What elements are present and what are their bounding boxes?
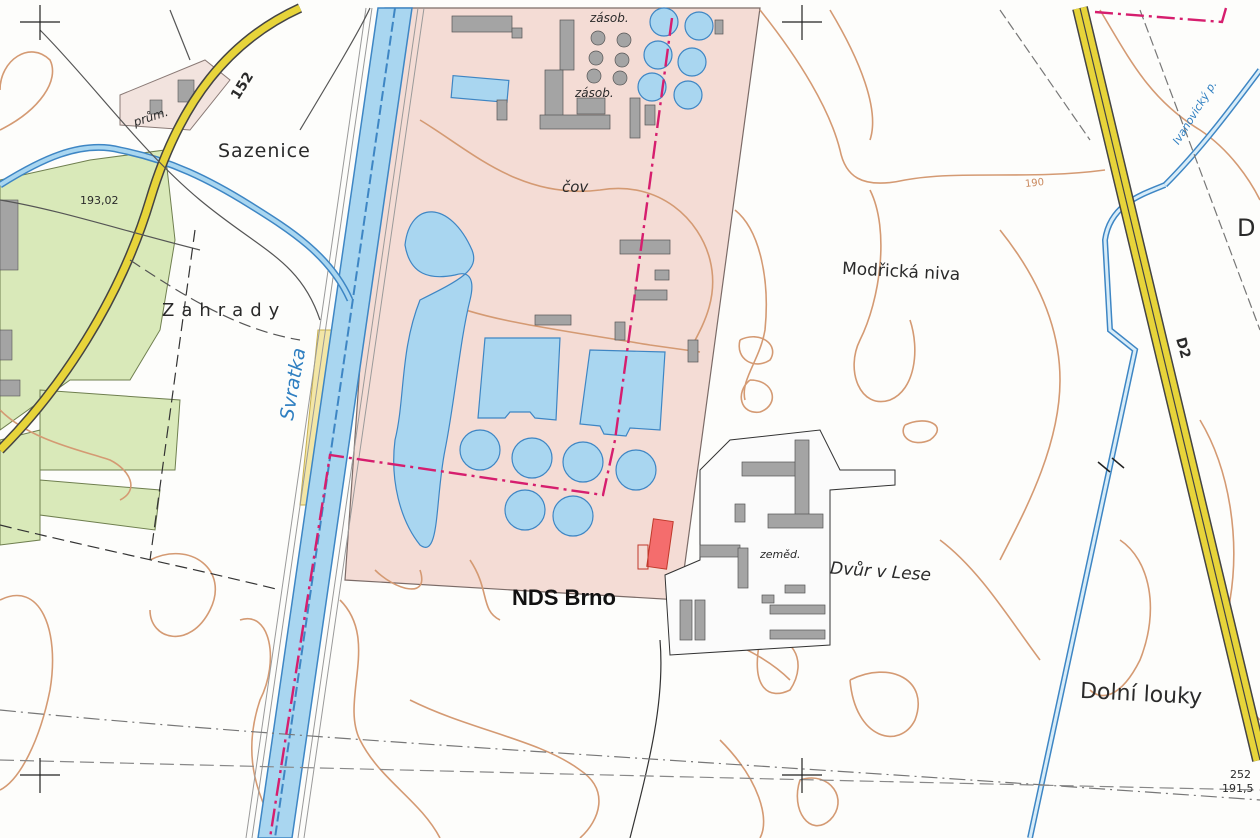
facility-label-cov: čov <box>562 178 589 196</box>
storage-tanks <box>586 30 632 86</box>
basin-circle <box>511 437 553 479</box>
basin-circle <box>677 47 707 77</box>
basin-circle <box>637 72 667 102</box>
basin-circle <box>504 489 546 531</box>
grid-marks <box>20 5 822 793</box>
elevation-label-1915: 191,5 <box>1222 782 1254 795</box>
building <box>177 79 195 103</box>
bridge-marks <box>1097 457 1125 473</box>
building <box>0 329 13 361</box>
basin-circle <box>552 495 594 537</box>
facility-label-zasob-top: zásob. <box>590 11 629 25</box>
garden-area <box>0 149 176 431</box>
place-label-partial: D <box>1237 214 1256 242</box>
basin-circle <box>684 11 714 41</box>
road-152 <box>0 3 303 454</box>
basin-circle <box>673 80 703 110</box>
facility-label-zasob-mid: zásob. <box>575 86 614 100</box>
basin-circle <box>459 429 501 471</box>
basin-circle <box>649 7 679 37</box>
farm-boundary <box>664 429 896 656</box>
plant-buildings <box>451 15 724 363</box>
basin-circle <box>615 449 657 491</box>
building <box>149 99 163 115</box>
building <box>0 379 21 397</box>
basins <box>450 7 714 537</box>
building <box>0 199 19 271</box>
garden-area <box>39 389 181 471</box>
minor-roads <box>0 7 1260 838</box>
basin-rect <box>477 337 561 421</box>
place-label-zahrady: Zahrady <box>162 300 287 321</box>
basin-rect <box>450 74 510 104</box>
lagoon <box>393 211 475 548</box>
boundary-line <box>268 7 1228 838</box>
highlight-label-nds-brno: NDS Brno <box>512 585 616 610</box>
facility-label-zemed: zeměd. <box>760 548 801 561</box>
place-label-sazenice: Sazenice <box>218 140 311 162</box>
garden-area <box>0 429 41 546</box>
embankment <box>245 7 425 838</box>
drainage-channel-inner <box>1028 183 1166 838</box>
basin-circle <box>562 441 604 483</box>
river-svratka <box>257 7 413 838</box>
elevation-label-252: 252 <box>1230 768 1251 781</box>
nds-brno-site <box>646 518 674 570</box>
stream-inner <box>0 145 352 301</box>
farm-buildings <box>679 439 826 641</box>
motorway-d2 <box>1072 6 1260 762</box>
elevation-label-19302: 193,02 <box>80 194 119 207</box>
contour-label-190: 190 <box>1024 177 1045 190</box>
